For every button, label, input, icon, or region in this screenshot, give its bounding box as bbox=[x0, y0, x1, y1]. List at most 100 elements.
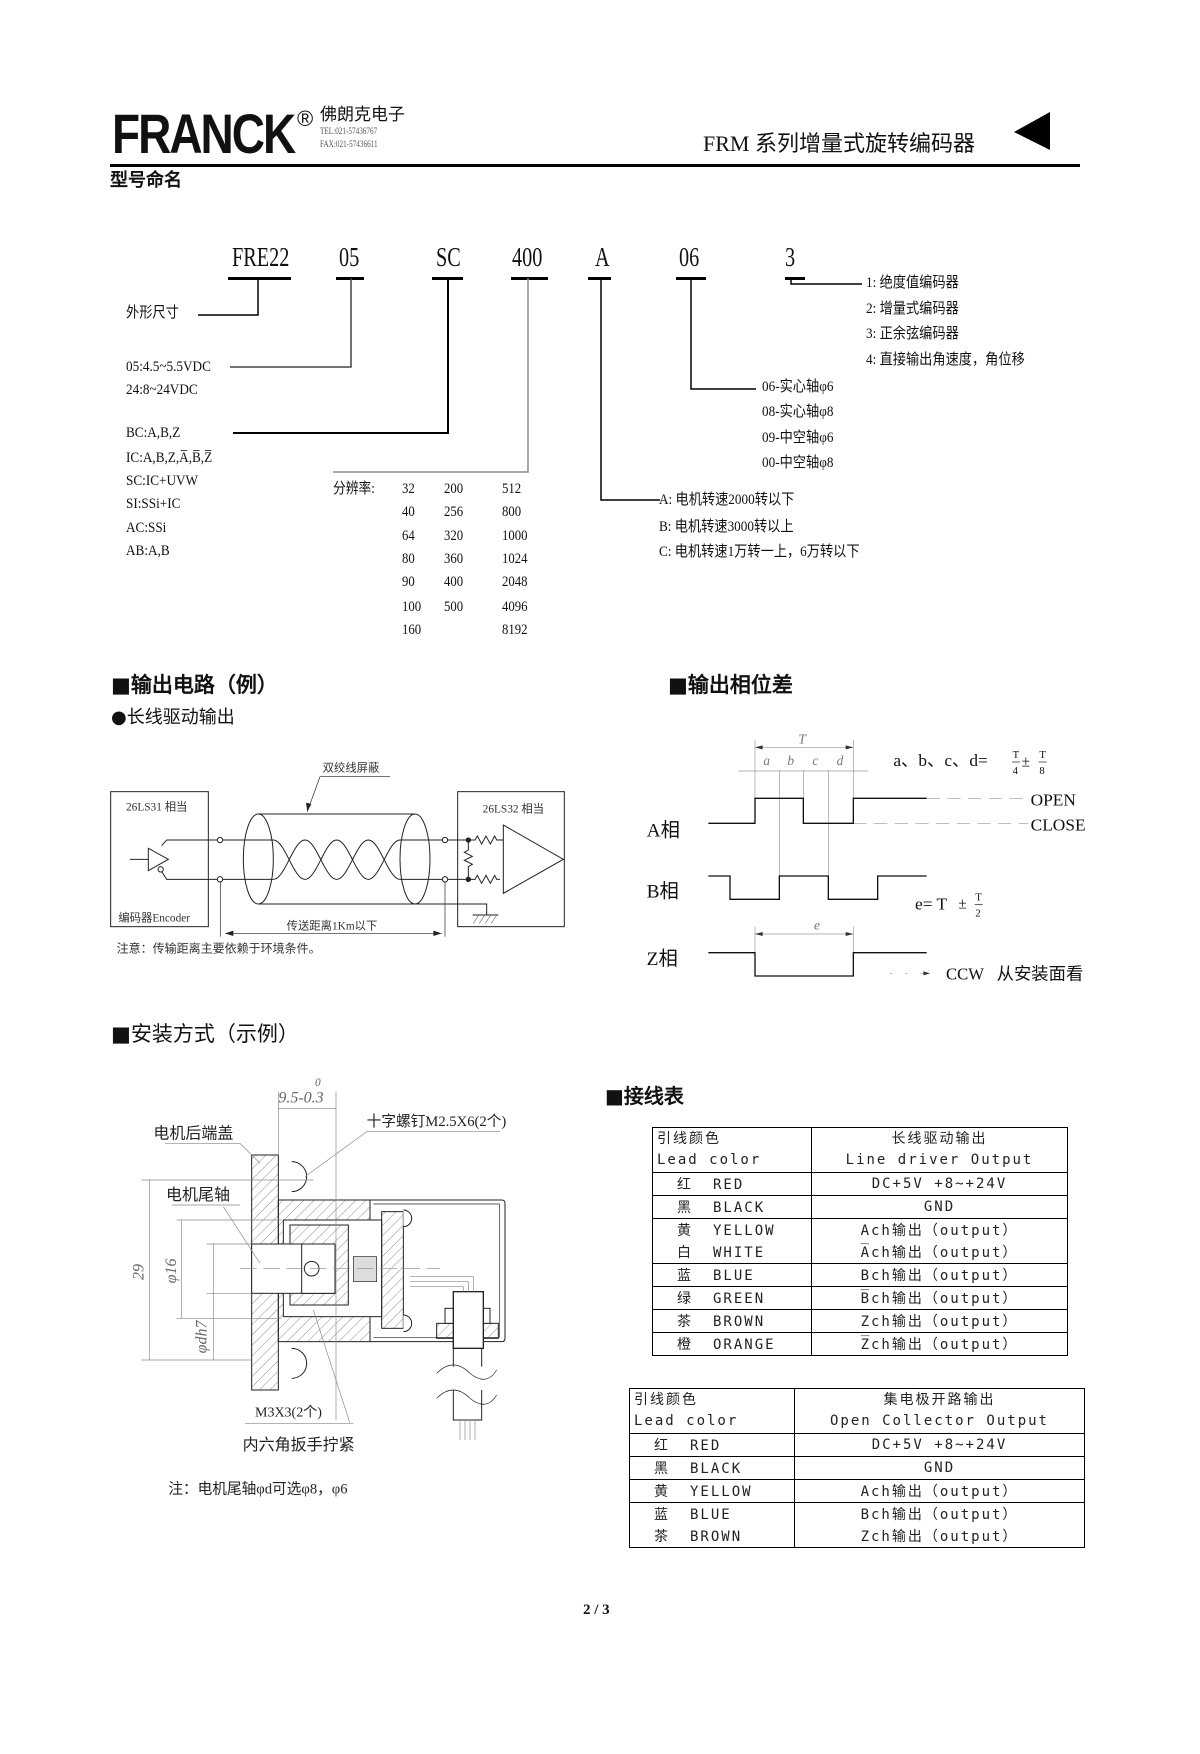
type-option: 1: 绝度值编码器 bbox=[866, 275, 959, 291]
view-label: 从安装面看 bbox=[997, 964, 1084, 983]
tolerance-upper: 0 bbox=[315, 1077, 321, 1089]
signal: DC+5V +8~+24V bbox=[811, 1172, 1068, 1196]
driver-label: 26LS31 相当 bbox=[126, 800, 187, 814]
shaft-option: 09-中空轴φ6 bbox=[762, 430, 834, 446]
dimension-9-5-label: 9.5-0.3 bbox=[278, 1090, 323, 1107]
company-fax: FAX:021-57436611 bbox=[320, 139, 378, 149]
receiver-symbol bbox=[502, 824, 565, 895]
speed-option: C: 电机转速1万转一上，6万转以下 bbox=[659, 544, 860, 560]
code-signal: SC bbox=[436, 242, 461, 272]
frac-denominator: 8 bbox=[1039, 766, 1044, 777]
wires bbox=[459, 1420, 476, 1440]
b-label: b bbox=[787, 753, 794, 768]
code-disc bbox=[381, 1211, 404, 1329]
color-cn: 绿 bbox=[677, 1291, 693, 1307]
color-cn: 黄 bbox=[654, 1484, 670, 1500]
end-cover-label: 电机后端盖 bbox=[153, 1124, 233, 1142]
z-phase-label: Z相 bbox=[647, 948, 678, 970]
code-underline bbox=[588, 277, 611, 280]
leader-speed bbox=[600, 278, 660, 501]
shield-right-end bbox=[399, 813, 431, 905]
resistor bbox=[463, 840, 474, 880]
voltage-option: 24:8~24VDC bbox=[126, 382, 198, 398]
color-en: BLACK bbox=[713, 1200, 766, 1216]
mounting-heading: ■安装方式（示例） bbox=[111, 1022, 299, 1046]
code-voltage: 05 bbox=[339, 242, 360, 272]
screw-head bbox=[291, 1347, 308, 1379]
line-driver-circuit-diagram: 26LS31 相当 26LS32 相当 编码器Encoder 双绞线屏蔽 传送距… bbox=[110, 761, 565, 956]
cable-gland bbox=[452, 1291, 484, 1349]
leader-type bbox=[790, 278, 862, 285]
registered-mark: ® bbox=[297, 106, 314, 131]
table-row: 黑 BLACK GND bbox=[652, 1195, 1068, 1219]
model-naming-heading: 型号命名 bbox=[110, 170, 182, 191]
resolution-label: 分辨率: bbox=[333, 481, 375, 497]
mounting-drawing: 9.5-0.3 0 29 φ16 φdh7 电机后端盖 十字螺钉M2.5X6(2… bbox=[130, 1077, 507, 1497]
a-label: a bbox=[763, 753, 770, 768]
signal-option: SC:IC+UVW bbox=[126, 473, 198, 489]
resolution-value: 90 bbox=[402, 574, 415, 590]
signal: Ach输出（output） bbox=[811, 1218, 1068, 1241]
color-en: BLACK bbox=[690, 1461, 743, 1477]
color-cn: 茶 bbox=[677, 1314, 693, 1330]
encoder-label: 编码器Encoder bbox=[118, 911, 190, 925]
signal: Z̅ch输出（output） bbox=[811, 1332, 1068, 1356]
frac-numerator: T bbox=[975, 893, 982, 904]
table-row: 黄 YELLOW Ach输出（output） bbox=[652, 1218, 1068, 1241]
resolution-value: 64 bbox=[402, 528, 415, 544]
break-line bbox=[436, 1364, 497, 1380]
shaft-option: 00-中空轴φ8 bbox=[762, 455, 834, 471]
shield-left-end bbox=[242, 813, 274, 905]
resistor bbox=[468, 874, 500, 885]
wiring-table-heading: ■接线表 bbox=[605, 1084, 684, 1108]
close-label: CLOSE bbox=[1031, 816, 1086, 835]
model-leader-lines bbox=[198, 278, 862, 501]
color-cn: 黑 bbox=[677, 1200, 693, 1216]
resolution-value: 800 bbox=[502, 504, 522, 520]
e-label: e bbox=[814, 917, 820, 932]
code-underline bbox=[785, 277, 805, 280]
terminal bbox=[441, 836, 449, 844]
dimension-16-label: φ16 bbox=[163, 1258, 180, 1283]
signal: GND bbox=[811, 1195, 1068, 1219]
code-type: 3 bbox=[785, 242, 796, 272]
frac-numerator: T bbox=[1013, 750, 1020, 761]
twisted-wire bbox=[273, 839, 401, 880]
tail-shaft-label: 电机尾轴 bbox=[166, 1186, 230, 1204]
encoder-cover bbox=[370, 1199, 506, 1343]
frac-denominator: 2 bbox=[975, 909, 980, 920]
e-formula: e= T bbox=[915, 894, 947, 913]
c-label: c bbox=[812, 753, 818, 768]
color-en: BROWN bbox=[713, 1314, 766, 1330]
color-cn: 黄 bbox=[677, 1223, 693, 1239]
signal: DC+5V +8~+24V bbox=[794, 1433, 1085, 1457]
company-tel: TEL:021-57436767 bbox=[320, 126, 378, 136]
driver-symbol bbox=[147, 847, 170, 872]
circuit-note: 注意：传输距离主要依赖于环境条件。 bbox=[117, 941, 321, 956]
shield-label: 双绞线屏蔽 bbox=[323, 761, 380, 775]
b-phase-waveform bbox=[708, 875, 927, 900]
dimension-29-label: 29 bbox=[130, 1264, 147, 1280]
document-title: FRM 系列增量式旋转编码器 bbox=[703, 131, 975, 156]
cable bbox=[452, 1348, 483, 1421]
screw-label: 十字螺钉M2.5X6(2个) bbox=[367, 1113, 507, 1130]
signal-option: IC:A,B,Z,A̅,B̅,Z̅ bbox=[126, 450, 213, 466]
type-option: 2: 增量式编码器 bbox=[866, 301, 959, 317]
company-name: 佛朗克电子 bbox=[320, 105, 405, 124]
speed-option: B: 电机转速3000转以上 bbox=[659, 519, 794, 535]
frac-numerator: T bbox=[1039, 750, 1046, 761]
code-speed: A bbox=[595, 242, 610, 272]
color-en: YELLOW bbox=[713, 1223, 776, 1239]
color-en: ORANGE bbox=[713, 1337, 776, 1353]
